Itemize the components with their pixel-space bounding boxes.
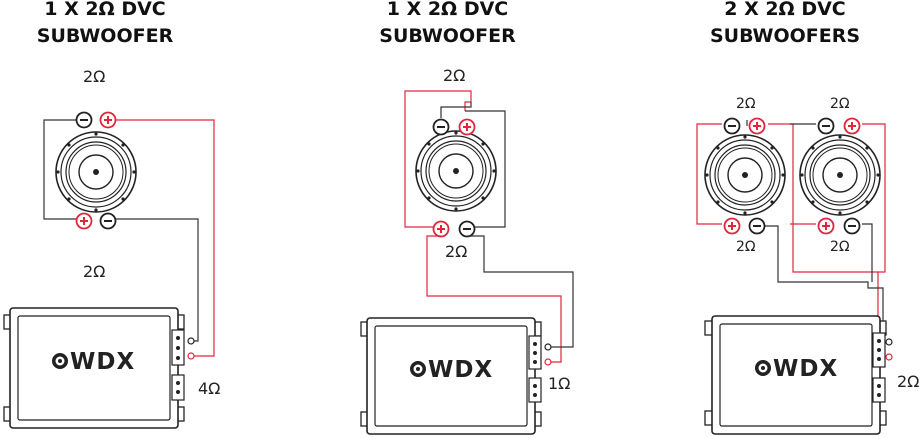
- panel-3-amplifier: WDX: [704, 315, 893, 435]
- panel-1-title: 1 X 2Ω DVC SUBWOOFER: [30, 0, 180, 50]
- panel-3-title: 2 X 2Ω DVC SUBWOOFERS: [700, 0, 870, 50]
- panel-3-sub2-bottom-negative-terminal: [843, 217, 861, 235]
- panel-2-wdx-logo-icon: [410, 361, 426, 377]
- panel-3-title-line2: SUBWOOFERS: [709, 25, 861, 47]
- panel-3-sub1-top-negative-terminal: [723, 117, 741, 135]
- panel-2: WDX: [360, 90, 574, 435]
- panel-3-sub2-top-negative-terminal: [817, 117, 835, 135]
- panel-3-speaker-2-icon: [799, 134, 881, 216]
- panel-3-wdx-logo-icon: [755, 360, 771, 376]
- panel-2-amplifier: WDX: [360, 317, 552, 435]
- panel-2-speaker-icon: [415, 130, 497, 212]
- panel-3-sub2-top-label: 2Ω: [830, 96, 850, 112]
- panel-3-speaker-1-icon: [704, 134, 786, 216]
- panel-3-sub1-bottom-positive-terminal: [723, 217, 741, 235]
- panel-1-bottom-negative-terminal: [99, 212, 117, 230]
- panel-2-top-negative-terminal: [432, 118, 450, 136]
- panel-3-sub1-bottom-negative-terminal: [748, 217, 766, 235]
- panel-2-top-coil-label: 2Ω: [443, 66, 466, 85]
- panel-2-bottom-coil-label: 2Ω: [445, 242, 468, 261]
- panel-2-bottom-negative-terminal: [458, 220, 476, 238]
- panel-3-sub2-bottom-label: 2Ω: [830, 239, 850, 255]
- panel-3-sub1-top-label: 2Ω: [736, 96, 756, 112]
- panel-1-title-line1: 1 X 2Ω DVC: [44, 0, 166, 20]
- panel-2-top-positive-terminal: [458, 118, 476, 136]
- panel-2-amp-load-label: 1Ω: [548, 374, 571, 393]
- panel-2-title-line2: SUBWOOFER: [379, 25, 516, 47]
- panel-1-speaker-icon: [55, 131, 137, 213]
- panel-3-sub2-top-positive-terminal: [843, 117, 861, 135]
- panel-3-sub1-top-positive-terminal: [748, 117, 766, 135]
- panel-1-amp-load-label: 4Ω: [198, 379, 221, 398]
- panel-1-top-coil-label: 2Ω: [83, 67, 106, 86]
- panel-3-sub2-bottom-positive-terminal: [817, 217, 835, 235]
- panel-1-wdx-logo-icon: [52, 353, 68, 369]
- panel-2-brand-label: WDX: [428, 357, 493, 383]
- panel-1-brand-label: WDX: [70, 349, 135, 375]
- panel-1-amplifier: WDX: [3, 307, 195, 429]
- panel-1-bottom-positive-terminal: [75, 212, 93, 230]
- panel-3-sub1-bottom-label: 2Ω: [736, 239, 756, 255]
- panel-1: WDX: [3, 111, 215, 429]
- panel-3-title-line1: 2 X 2Ω DVC: [724, 0, 846, 20]
- panel-3: WDX: [696, 117, 893, 435]
- panel-3-brand-label: WDX: [773, 356, 838, 382]
- panel-2-title-line1: 1 X 2Ω DVC: [386, 0, 509, 20]
- panel-3-amp-load-label: 2Ω: [897, 372, 920, 391]
- panel-2-title: 1 X 2Ω DVC SUBWOOFER: [370, 0, 525, 50]
- panel-1-bottom-coil-label: 2Ω: [83, 262, 106, 281]
- panel-1-title-line2: SUBWOOFER: [36, 25, 174, 47]
- panel-1-top-negative-terminal: [75, 111, 93, 129]
- panel-2-bottom-positive-terminal: [432, 220, 450, 238]
- panel-1-top-positive-terminal: [99, 111, 117, 129]
